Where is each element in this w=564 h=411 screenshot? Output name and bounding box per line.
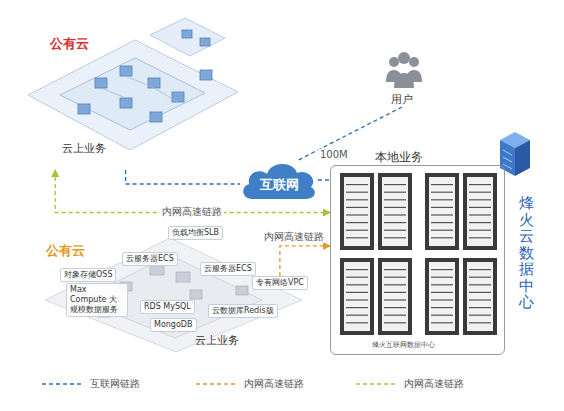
service-label: 负载均衡SLB bbox=[168, 226, 223, 240]
service-label: 云数据库Redis版 bbox=[208, 304, 278, 318]
service-label: 云服务器ECS bbox=[122, 252, 178, 266]
cloud-region: 公有云云上业务 bbox=[20, 15, 240, 170]
node-text: 云服务器ECS bbox=[126, 254, 174, 264]
datacenter-name: 烽火云数据中心 bbox=[519, 195, 534, 311]
link-line bbox=[280, 246, 330, 276]
service-label: 对象存储OSS bbox=[60, 268, 116, 282]
legend-text: 内网高速链路 bbox=[244, 377, 304, 391]
region-title: 公有云 bbox=[46, 242, 85, 260]
link-line bbox=[126, 170, 240, 184]
legend-text: 内网高速链路 bbox=[404, 377, 464, 391]
datacenter-box: 本地业务 bbox=[330, 165, 505, 355]
legend-text: 互联网链路 bbox=[90, 377, 140, 391]
node-text: 专有网络VPC bbox=[256, 278, 304, 288]
node-text: Max Compute 大规模数据服务 bbox=[70, 285, 124, 315]
service-label: MongoDB bbox=[150, 318, 197, 332]
user-icon bbox=[386, 52, 422, 88]
node-text: 负载均衡SLB bbox=[172, 228, 219, 238]
node-text: 烽火云数据中心 bbox=[519, 195, 534, 311]
node-text: 对象存储OSS bbox=[64, 270, 112, 280]
node-text: 互联网 bbox=[240, 176, 318, 194]
link-label: 内网高速链路 bbox=[262, 231, 326, 243]
user-node: 用户 bbox=[391, 92, 413, 107]
internet-cloud: 互联网 bbox=[240, 160, 318, 200]
service-label: RDS MySQL bbox=[140, 300, 195, 314]
region-title: 公有云 bbox=[50, 35, 89, 53]
node-text: MongoDB bbox=[154, 320, 193, 330]
node-text: 云服务器ECS bbox=[204, 264, 252, 274]
node-text: 云数据库Redis版 bbox=[212, 306, 274, 316]
caption-text: 烽火互联网数据中心 bbox=[372, 340, 435, 350]
service-label: 云服务器ECS bbox=[200, 262, 256, 276]
service-label: Max Compute 大规模数据服务 bbox=[66, 283, 128, 317]
link-line bbox=[318, 179, 330, 180]
link-label: 100M bbox=[318, 149, 350, 161]
bottom-cloud-drawing bbox=[45, 238, 302, 352]
top-cloud-drawing bbox=[28, 18, 238, 150]
region-caption: 云上业务 bbox=[195, 333, 239, 348]
server-racks bbox=[340, 173, 497, 335]
datacenter-title: 本地业务 bbox=[375, 149, 423, 166]
link-label: 内网高速链路 bbox=[160, 206, 224, 218]
node-text: RDS MySQL bbox=[144, 302, 191, 312]
service-label: 专有网络VPC bbox=[252, 276, 308, 290]
region-caption: 云上业务 bbox=[62, 141, 106, 156]
node-text: 用户 bbox=[391, 92, 413, 107]
